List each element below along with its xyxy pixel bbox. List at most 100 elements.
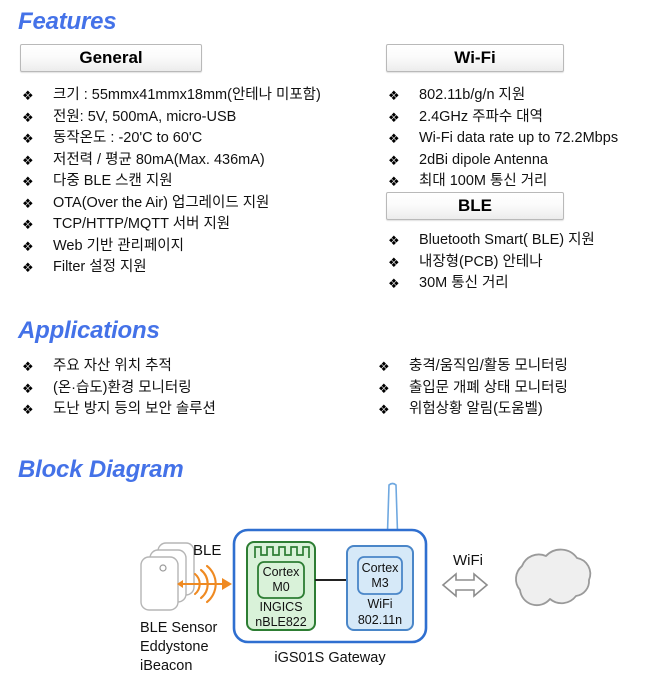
ble-link-label: BLE: [193, 542, 221, 559]
bullet-icon: ❖: [388, 233, 400, 248]
feature-list-wifi: ❖802.11b/g/n 지원 ❖2.4GHz 주파수 대역 ❖Wi-Fi da…: [388, 85, 618, 193]
list-item-label: 크기 : 55mmx41mmx18mm(안테나 미포함): [53, 87, 321, 103]
bullet-icon: ❖: [22, 260, 34, 275]
bullet-icon: ❖: [388, 276, 400, 291]
wifi-link-label: WiFi: [453, 552, 483, 569]
module-wifi: Cortex M3 WiFi 802.11n: [346, 545, 414, 631]
panel-header-wifi-label: Wi-Fi: [454, 48, 496, 67]
bullet-icon: ❖: [22, 359, 34, 374]
bullet-icon: ❖: [22, 174, 34, 189]
list-item: ❖ 위험상황 알림(도움벨): [378, 399, 568, 421]
list-item-label: 전원: 5V, 500mA, micro-USB: [53, 108, 237, 125]
bullet-icon: ❖: [388, 254, 400, 270]
list-item-label: 30M 통신 거리: [419, 275, 509, 291]
module-ble: Cortex M0 INGICS nBLE822: [246, 541, 316, 631]
feature-list-ble: ❖Bluetooth Smart( BLE) 지원 ❖내장형(PCB) 안테나 …: [388, 230, 595, 295]
list-item-label: 802.11b/g/n 지원: [419, 87, 526, 103]
panel-header-ble-label: BLE: [458, 196, 492, 215]
ble-radio-link-icon: [181, 564, 224, 604]
module-ble-part: nBLE822: [255, 615, 306, 629]
bullet-icon: ❖: [388, 88, 400, 103]
list-item: ❖ TCP/HTTP/MQTT 서버 지원: [22, 214, 321, 236]
list-item-label: 2.4GHz 주파수 대역: [419, 108, 543, 125]
sensor-label-2: Eddystone: [140, 639, 209, 655]
list-item: ❖ (온·습도)환경 모니터링: [22, 378, 216, 400]
section-title-block-diagram: Block Diagram: [18, 456, 184, 483]
list-item: ❖ 동작온도 : -20'C to 60'C: [22, 128, 321, 150]
cloud-icon: [515, 548, 592, 606]
bullet-icon: ❖: [22, 402, 34, 417]
list-item: ❖ 다중 BLE 스캔 지원: [22, 171, 321, 193]
bullet-icon: ❖: [22, 380, 34, 396]
bullet-icon: ❖: [388, 109, 400, 125]
list-item: ❖출입문 개폐 상태 모니터링: [378, 378, 568, 400]
bullet-icon: ❖: [22, 131, 34, 146]
list-item: ❖ 내장형(PCB) 안테나: [388, 252, 595, 274]
ble-sensor-tag-stack: [140, 542, 195, 611]
module-wifi-tech-line2: 802.11n: [358, 613, 402, 627]
module-wifi-chip-line1: Cortex: [362, 561, 400, 575]
bullet-icon: ❖: [378, 402, 390, 417]
list-item-label: 도난 방지 등의 보안 솔루션: [53, 401, 216, 417]
panel-header-general: General: [20, 44, 202, 72]
list-item-label: (온·습도)환경 모니터링: [53, 379, 192, 396]
module-ble-brand: INGICS: [259, 600, 302, 614]
sensor-label-1: BLE Sensor: [140, 620, 218, 636]
list-item-label: 내장형(PCB) 안테나: [419, 253, 543, 270]
module-wifi-chip-line2: M3: [371, 576, 388, 590]
sensor-label-3: iBeacon: [140, 658, 192, 674]
module-ble-chip: [257, 561, 305, 599]
list-item-label: Bluetooth Smart( BLE) 지원: [419, 232, 595, 248]
list-item: ❖충격/움직임/활동 모니터링: [378, 356, 568, 378]
block-diagram: BLE BLE Sensor Eddystone iBeacon Cortex …: [0, 480, 670, 690]
section-title-features: Features: [18, 8, 117, 35]
bullet-icon: ❖: [378, 380, 390, 396]
bullet-icon: ❖: [22, 109, 34, 125]
list-item-label: 다중 BLE 스캔 지원: [53, 173, 173, 189]
list-item-label: 동작온도 : -20'C to 60'C: [53, 130, 203, 146]
wifi-bidirectional-arrow-icon: [441, 572, 489, 598]
list-item: ❖ 2.4GHz 주파수 대역: [388, 107, 618, 129]
list-item: ❖ 전원: 5V, 500mA, micro-USB: [22, 107, 321, 129]
module-wifi-chip: [357, 556, 403, 595]
list-item-label: Web 기반 관리페이지: [53, 237, 184, 254]
gateway-label: iGS01S Gateway: [274, 650, 386, 666]
list-item-label: 위험상황 알림(도움벨): [409, 401, 543, 417]
panel-header-ble: BLE: [386, 192, 564, 220]
list-item-label: Filter 설정 지원: [53, 259, 147, 275]
wifi-antenna-icon: [386, 482, 399, 537]
list-item: ❖ Bluetooth Smart( BLE) 지원: [388, 230, 595, 252]
list-item: ❖ 도난 방지 등의 보안 솔루션: [22, 399, 216, 421]
module-ble-chip-line2: M0: [272, 580, 289, 594]
ble-arrow-tail-icon: [177, 580, 183, 588]
list-item-label: Wi-Fi data rate up to 72.2Mbps: [419, 130, 619, 146]
bullet-icon: ❖: [22, 217, 34, 232]
list-item: ❖ 30M 통신 거리: [388, 273, 595, 295]
list-item: ❖ 802.11b/g/n 지원: [388, 85, 618, 107]
panel-header-wifi: Wi-Fi: [386, 44, 564, 72]
feature-list-general: ❖ 크기 : 55mmx41mmx18mm(안테나 미포함) ❖ 전원: 5V, 5…: [22, 85, 321, 279]
list-item-label: 주요 자산 위치 추적: [53, 358, 172, 374]
bullet-icon: ❖: [378, 359, 390, 374]
list-item-label: TCP/HTTP/MQTT 서버 지원: [53, 216, 231, 232]
bullet-icon: ❖: [388, 152, 400, 168]
ble-arrow-head-icon: [222, 578, 232, 590]
list-item: ❖ OTA(Over the Air) 업그레이드 지원: [22, 193, 321, 215]
list-item: ❖ 최대 100M 통신 거리: [388, 171, 618, 193]
list-item: ❖ 2dBi dipole Antenna: [388, 150, 618, 172]
list-item: ❖Wi-Fi data rate up to 72.2Mbps: [388, 128, 618, 150]
bullet-icon: ❖: [388, 174, 400, 189]
bullet-icon: ❖: [22, 195, 34, 211]
list-item: ❖Web 기반 관리페이지: [22, 236, 321, 258]
list-item-label: 저전력 / 평균 80mA(Max. 436mA): [53, 151, 265, 168]
module-wifi-tech-line1: WiFi: [368, 597, 393, 611]
bullet-icon: ❖: [22, 88, 34, 103]
bullet-icon: ❖: [22, 152, 34, 168]
list-item-label: 2dBi dipole Antenna: [419, 151, 548, 168]
section-title-applications: Applications: [18, 317, 160, 344]
list-item: ❖ 주요 자산 위치 추적: [22, 356, 216, 378]
list-item-label: OTA(Over the Air) 업그레이드 지원: [53, 194, 270, 211]
list-item: ❖ 크기 : 55mmx41mmx18mm(안테나 미포함): [22, 85, 321, 107]
list-item-label: 최대 100M 통신 거리: [419, 173, 548, 189]
